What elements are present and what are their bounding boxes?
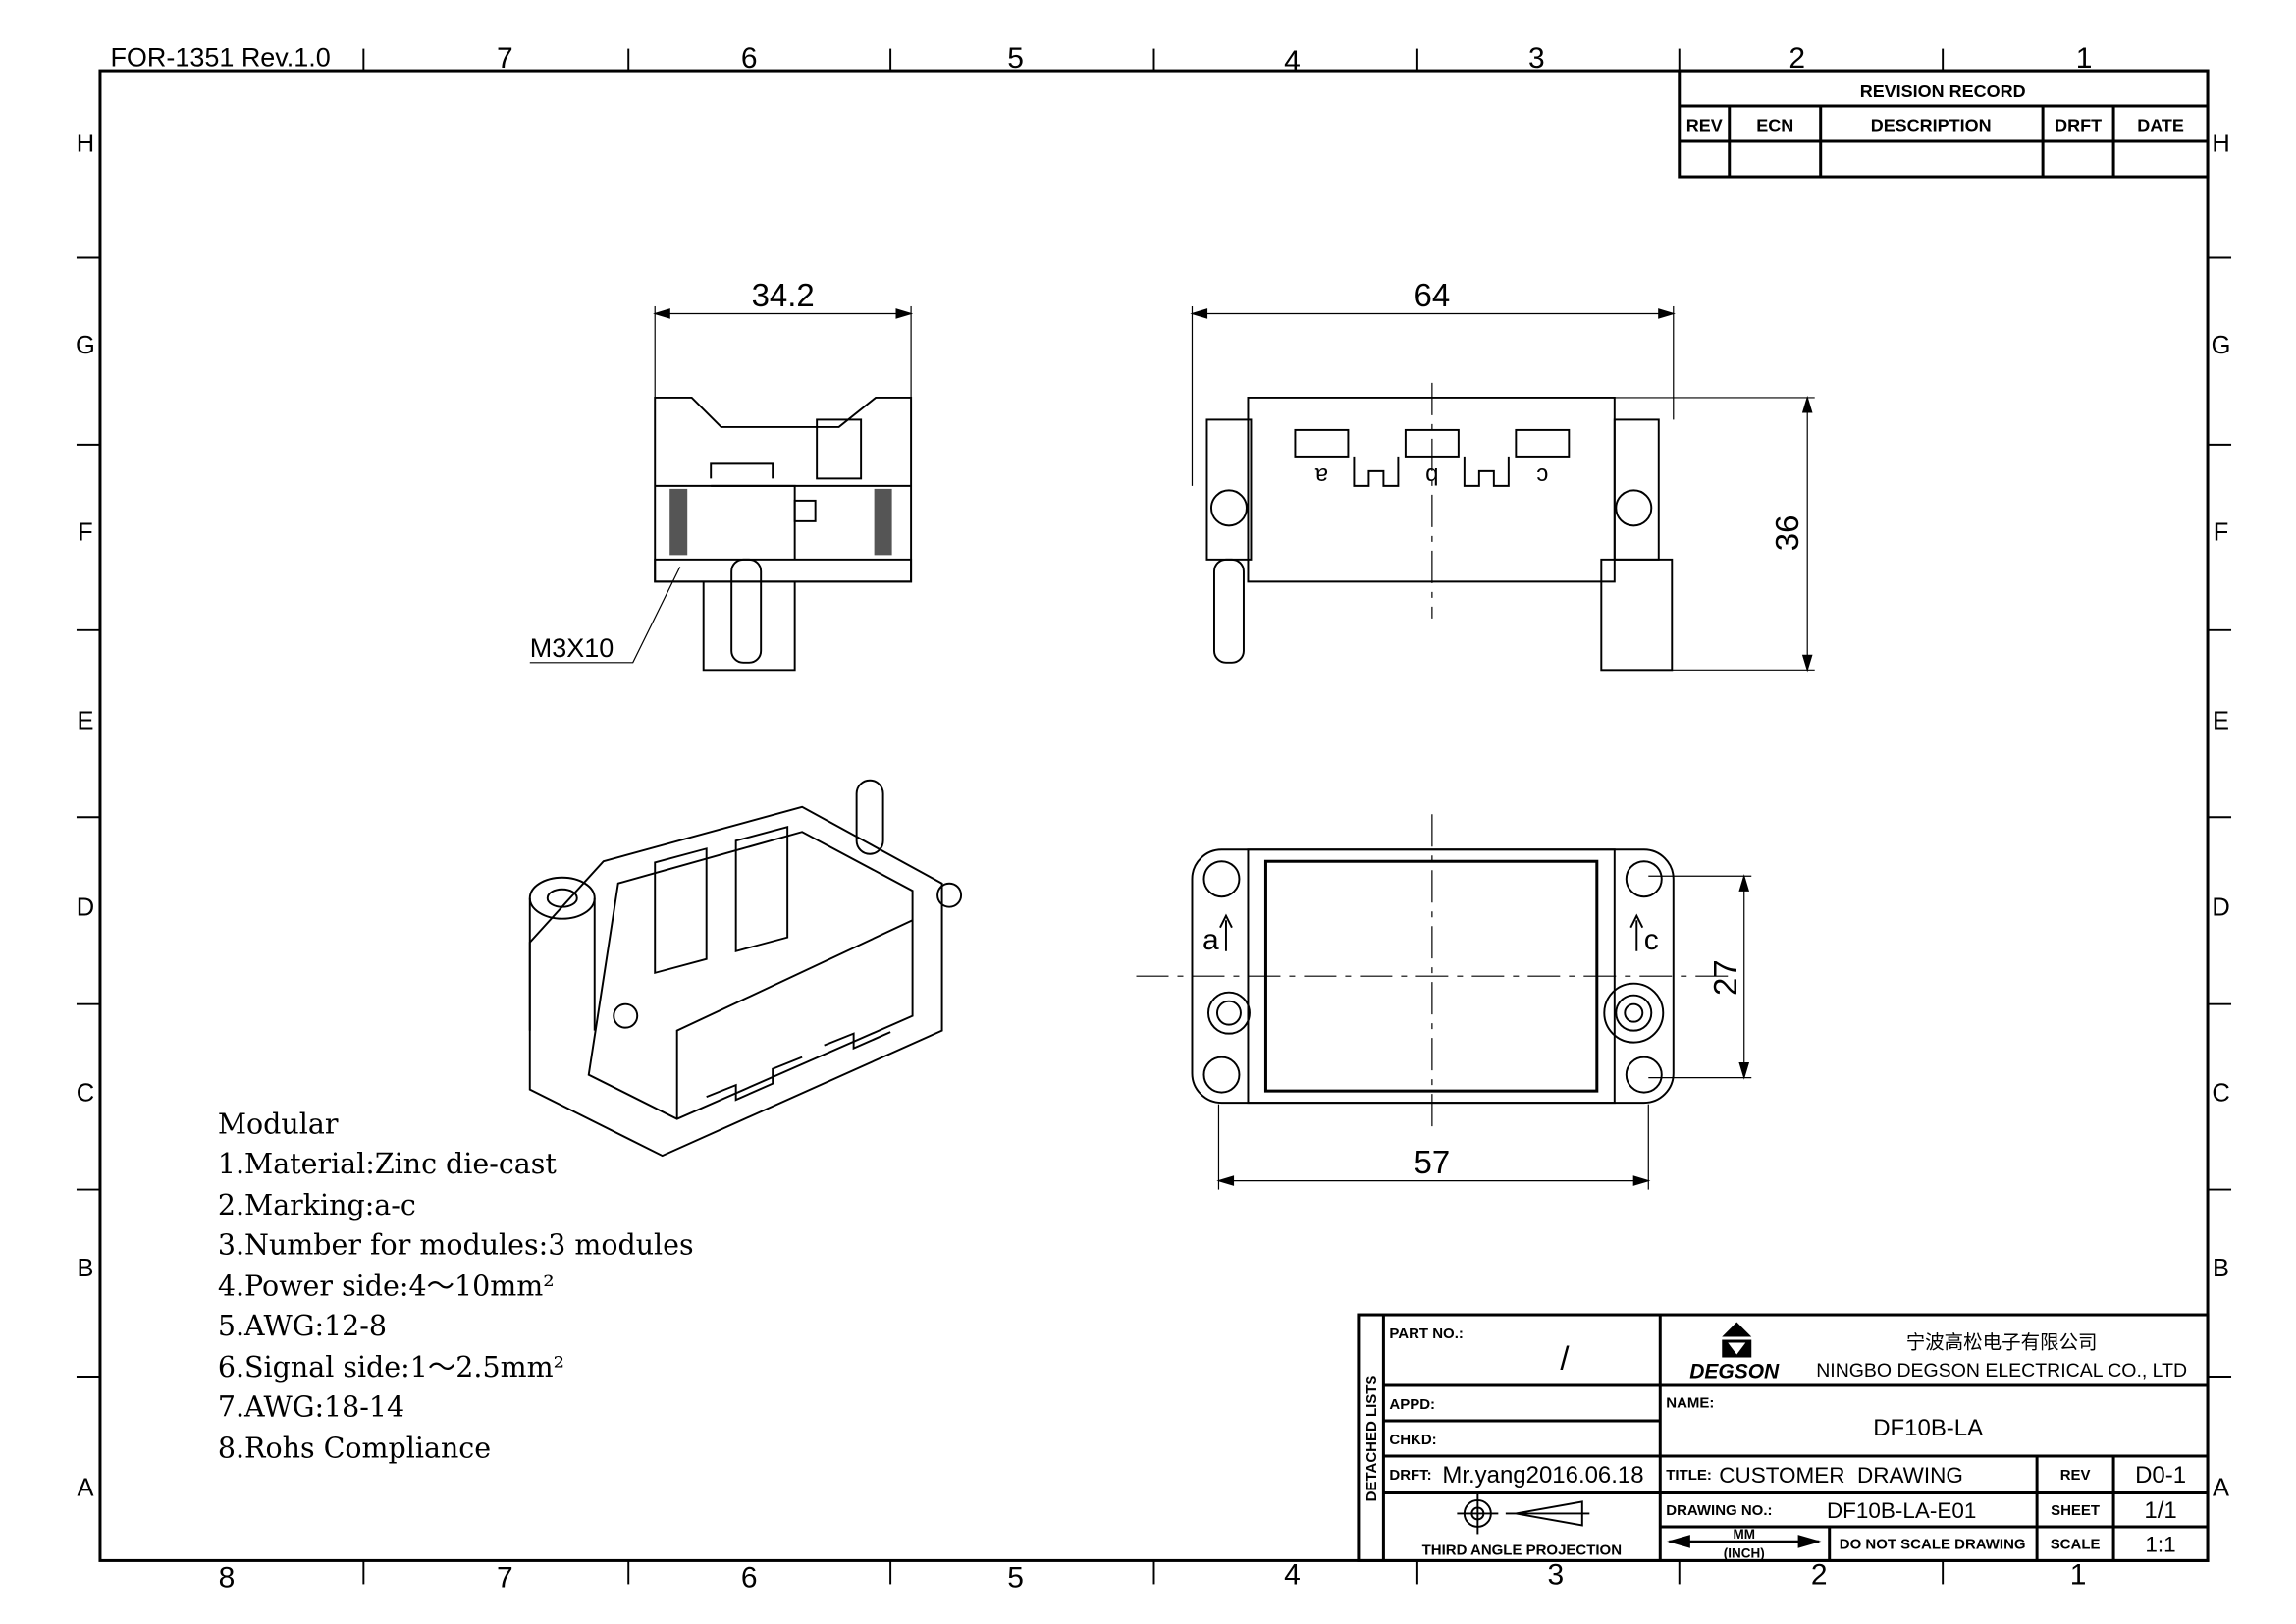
marking-c-top: c: [1644, 924, 1659, 956]
zone-top: 5: [1007, 42, 1024, 75]
zone-left: H: [77, 131, 94, 158]
zone-right: D: [2212, 894, 2229, 922]
zone-right: F: [2214, 518, 2229, 546]
zone-top: 3: [1528, 42, 1545, 75]
drft-label: DRFT:: [1389, 1467, 1431, 1484]
revision-record-table: REVISION RECORD REV ECN DESCRIPTION DRFT…: [1678, 69, 2210, 179]
units-inch: (INCH): [1724, 1545, 1765, 1560]
isometric-view: [528, 779, 963, 1158]
scale-label: SCALE: [2051, 1536, 2101, 1552]
zone-bottom: 6: [741, 1561, 758, 1594]
zone-right: A: [2213, 1474, 2229, 1501]
drawing-no-label: DRAWING NO.:: [1666, 1502, 1772, 1519]
scale-value: 1:1: [2145, 1532, 2175, 1556]
zone-left: C: [77, 1080, 94, 1108]
sheet-value: 1/1: [2144, 1497, 2176, 1524]
zone-bottom: 4: [1284, 1558, 1301, 1591]
notes: Modular 1.Material:Zinc die-cast 2.Marki…: [218, 1109, 694, 1465]
zone-bottom: 3: [1547, 1558, 1564, 1591]
zone-right: E: [2213, 707, 2229, 734]
marking-a-top: a: [1202, 924, 1219, 956]
zone-left: E: [77, 707, 93, 734]
title-block: DETACHED LISTS PART NO.: APPD: CHKD: DRF…: [1357, 1313, 2210, 1562]
zone-top: 2: [1789, 42, 1805, 75]
drft-value: Mr.yang2016.06.18: [1442, 1462, 1643, 1489]
screw-label: M3X10: [530, 633, 614, 663]
zone-right: C: [2212, 1080, 2229, 1108]
zone-left: A: [77, 1474, 93, 1501]
note-item: 8.Rohs Compliance: [218, 1432, 491, 1464]
part-no-value: /: [1560, 1340, 1570, 1377]
title-label: TITLE:: [1666, 1467, 1712, 1484]
units-mm: MM: [1734, 1527, 1755, 1542]
company-name-en: NINGBO DEGSON ELECTRICAL CO., LTD: [1816, 1360, 2187, 1381]
note-item: 1.Material:Zinc die-cast: [218, 1148, 557, 1180]
marking-a: a: [1314, 462, 1328, 489]
revision-header: REV: [1686, 116, 1723, 135]
revision-record-title: REVISION RECORD: [1860, 81, 2026, 101]
name-label: NAME:: [1666, 1394, 1714, 1411]
zone-left: F: [78, 518, 93, 546]
zone-left: B: [77, 1255, 93, 1282]
dimension-36: 36: [1769, 515, 1805, 552]
revision-header: DESCRIPTION: [1871, 116, 1992, 135]
note-item: 7.AWG:18-14: [218, 1390, 404, 1423]
sheet-label: SHEET: [2051, 1502, 2100, 1519]
zone-bottom: 2: [1811, 1558, 1828, 1591]
dimension-57: 57: [1415, 1144, 1451, 1180]
marking-b: b: [1425, 462, 1438, 489]
title-value: CUSTOMER DRAWING: [1719, 1463, 1963, 1488]
zone-right: B: [2213, 1255, 2229, 1282]
note-item: 3.Number for modules:3 modules: [218, 1229, 694, 1262]
dimension-64: 64: [1415, 277, 1451, 313]
zone-bottom: 5: [1007, 1561, 1024, 1594]
top-view: 27 57 a c: [1136, 814, 1752, 1190]
drawing-no-value: DF10B-LA-E01: [1827, 1498, 1976, 1523]
zone-left: D: [77, 894, 94, 922]
marking-c: c: [1536, 462, 1548, 489]
zone-top: 1: [2076, 42, 2093, 75]
third-angle-projection-symbol: [1457, 1492, 1590, 1535]
appd-label: APPD:: [1389, 1396, 1435, 1413]
rev-value: D0-1: [2135, 1462, 2186, 1489]
detached-lists-label: DETACHED LISTS: [1363, 1376, 1380, 1502]
zone-top: 4: [1284, 45, 1301, 78]
revision-header: DRFT: [2055, 116, 2102, 135]
zone-bottom: 7: [497, 1561, 513, 1594]
note-item: 5.AWG:12-8: [218, 1310, 387, 1342]
part-no-label: PART NO.:: [1389, 1326, 1463, 1342]
chkd-label: CHKD:: [1389, 1432, 1436, 1448]
revision-header: ECN: [1756, 116, 1793, 135]
note-item: 4.Power side:4～10mm²: [218, 1271, 555, 1303]
projection-label: THIRD ANGLE PROJECTION: [1422, 1542, 1622, 1558]
front-view: 64 36 a b c: [1190, 277, 1815, 673]
screw-right: [874, 488, 892, 556]
side-view: 34.2 M3X10: [530, 277, 914, 672]
note-item: 6.Signal side:1～2.5mm²: [218, 1351, 564, 1383]
revision-header: DATE: [2137, 116, 2184, 135]
screw-left: [669, 488, 688, 556]
zone-right: H: [2212, 131, 2229, 158]
company-name-cn: 宁波高松电子有限公司: [1906, 1332, 2098, 1354]
form-label: FOR-1351 Rev.1.0: [110, 43, 330, 73]
zone-right: G: [2212, 332, 2231, 359]
note-item: 2.Marking:a-c: [218, 1189, 416, 1221]
zone-bottom: 1: [2070, 1558, 2087, 1591]
zone-top: 7: [497, 42, 513, 75]
no-scale-note: DO NOT SCALE DRAWING: [1840, 1536, 2026, 1552]
degson-logo: DEGSON: [1689, 1322, 1780, 1383]
rev-label: REV: [2060, 1467, 2091, 1484]
zone-top: 6: [741, 42, 758, 75]
zone-left: G: [76, 332, 95, 359]
drawing-frame: FOR-1351 Rev.1.0 7 6 5 4 3 2 1 8 7 6 5 4…: [76, 42, 2232, 1594]
dimension-34-2: 34.2: [752, 277, 815, 313]
name-value: DF10B-LA: [1873, 1415, 1983, 1441]
notes-heading: Modular: [218, 1109, 339, 1141]
zone-bottom: 8: [219, 1561, 236, 1594]
logo-text: DEGSON: [1689, 1361, 1780, 1383]
dimension-27: 27: [1707, 959, 1743, 996]
